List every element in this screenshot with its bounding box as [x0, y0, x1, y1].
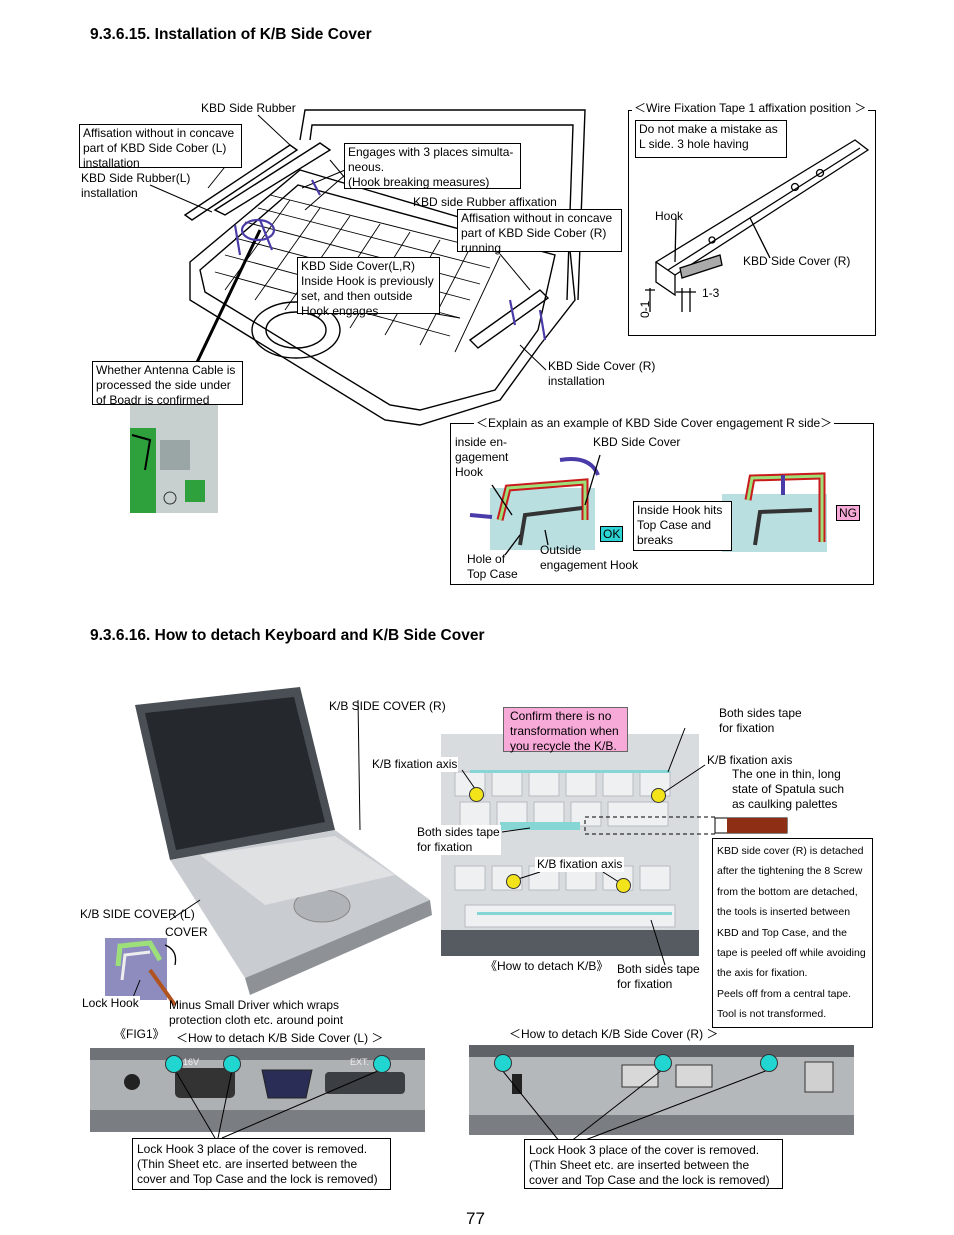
label-cover: COVER	[165, 925, 208, 939]
note-cover-lr: KBD Side Cover(L,R) Inside Hook is previ…	[297, 257, 440, 318]
label-both-tape-2: Both sides tape for fixation	[416, 825, 501, 855]
label-inside-hook: inside en- gagement Hook	[455, 435, 509, 479]
port-16v: 16V	[183, 1057, 200, 1067]
lock-hook-marker	[223, 1055, 241, 1073]
explain-title: ＜Explain as an example of KBD Side Cover…	[474, 416, 835, 431]
note-engages: Engages with 3 places simulta- neous. (H…	[344, 143, 521, 189]
label-how-kb: 《How to detach K/B》	[485, 959, 609, 973]
label-fix-axis-3: K/B fixation axis	[535, 857, 625, 872]
note-hits: Inside Hook hits Top Case and breaks	[633, 501, 732, 551]
label-hook: Hook	[655, 209, 684, 223]
label-hole: Hole of Top Case	[467, 552, 518, 581]
note-antenna: Whether Antenna Cable is processed the s…	[92, 361, 243, 407]
lock-hook-marker	[165, 1055, 183, 1073]
label-outside-hook: Outside engagement Hook	[540, 543, 639, 572]
label-how-r: ＜How to detach K/B Side Cover (R) ＞	[509, 1027, 719, 1041]
note-mistake: Do not make a mistake as L side. 3 hole …	[635, 120, 787, 158]
label-cover-r: KBD Side Cover (R)	[743, 254, 851, 268]
section-title-install: 9.3.6.15. Installation of K/B Side Cover	[90, 26, 372, 43]
note-affix-r: Affisation without in concave part of KB…	[457, 209, 622, 255]
label-kbd-side-rubber: KBD Side Rubber	[201, 101, 296, 115]
label-cover-r-install: KBD Side Cover (R) installation	[548, 359, 656, 388]
fixation-axis-marker	[651, 788, 666, 803]
label-minus-driver: Minus Small Driver which wraps protectio…	[169, 998, 344, 1027]
note-lock3-r: Lock Hook 3 place of the cover is remove…	[524, 1139, 783, 1189]
label-fix-axis-2: K/B fixation axis	[707, 753, 793, 767]
lock-hook-marker	[494, 1054, 512, 1072]
label-kb-side-cover-l: K/B SIDE COVER (L)	[80, 907, 195, 921]
label-both-tape-3: Both sides tape for fixation	[617, 962, 700, 991]
wire-fixation-title: ＜Wire Fixation Tape 1 affixation positio…	[632, 101, 869, 116]
fig1-label: 《FIG1》	[114, 1027, 165, 1041]
dim-1-3: 1-3	[702, 286, 720, 300]
note-lock3-l: Lock Hook 3 place of the cover is remove…	[132, 1138, 391, 1190]
fixation-axis-marker	[616, 878, 631, 893]
label-fix-axis-1: K/B fixation axis	[371, 757, 459, 772]
fixation-axis-marker	[506, 874, 521, 889]
section-title-detach: 9.3.6.16. How to detach Keyboard and K/B…	[90, 627, 485, 644]
label-kb-side-cover-r: K/B SIDE COVER (R)	[329, 699, 446, 713]
fixation-axis-marker	[469, 787, 484, 802]
lock-hook-marker	[654, 1054, 672, 1072]
label-rubber-l-install: KBD Side Rubber(L) installation	[81, 171, 191, 200]
port-ext: EXT.	[350, 1057, 370, 1067]
note-detach: KBD side cover (R) is detached after the…	[712, 838, 873, 1028]
ok-badge: OK	[600, 526, 624, 542]
lock-hook-marker	[373, 1055, 391, 1073]
note-affix-l: Affisation without in concave part of KB…	[79, 124, 242, 170]
label-how-l: ＜How to detach K/B Side Cover (L) ＞	[176, 1031, 384, 1045]
label-rubber-affix: KBD side Rubber affixation	[413, 195, 557, 209]
label-thin-spatula: The one in thin, long state of Spatula s…	[732, 767, 845, 811]
ng-badge: NG	[836, 505, 860, 521]
page-number: 77	[466, 1209, 485, 1228]
note-confirm: Confirm there is no transformation when …	[503, 707, 628, 753]
lock-hook-marker	[760, 1054, 778, 1072]
label-lock-hook: Lock Hook	[81, 996, 140, 1011]
label-kbd-side-cover: KBD Side Cover	[593, 435, 681, 449]
label-both-tape-1: Both sides tape for fixation	[719, 706, 802, 735]
